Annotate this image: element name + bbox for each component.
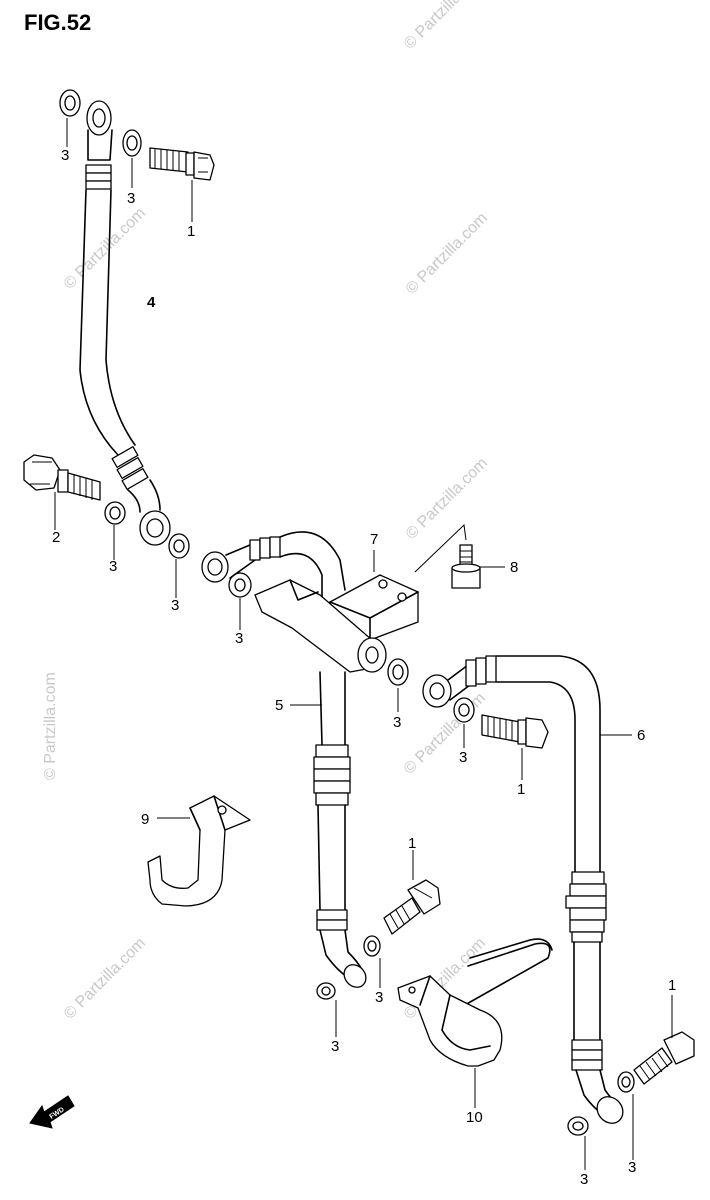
brake-hose-4 [59, 89, 171, 546]
callout-9: 9 [141, 811, 149, 828]
callout-6: 6 [637, 727, 645, 744]
callout-5: 5 [275, 697, 283, 714]
callout-3: 3 [628, 1159, 636, 1176]
callout-3: 3 [375, 989, 383, 1006]
watermark: © Partzilla.com [61, 205, 149, 293]
callout-3: 3 [171, 597, 179, 614]
clamp-10 [397, 938, 553, 1067]
washers-hose5 [316, 935, 381, 1000]
callout-4: 4 [147, 294, 156, 311]
watermark: © Partzilla.com [403, 455, 491, 543]
callout-3: 3 [331, 1038, 339, 1055]
callout-3: 3 [127, 190, 135, 207]
callout-3: 3 [109, 558, 117, 575]
brake-hose-6 [387, 655, 624, 1136]
washers-left-mid [104, 501, 252, 598]
fwd-arrow-icon: FWD [29, 1095, 75, 1129]
union-bolt-1-right [453, 697, 549, 749]
callout-10: 10 [466, 1109, 483, 1126]
callout-1: 1 [408, 835, 416, 852]
union-bolt-1-top [149, 147, 215, 181]
leader-lines [54, 118, 673, 1170]
figure-title: FIG.52 [24, 10, 91, 35]
watermark: © Partzilla.com [42, 672, 59, 780]
watermark: © Partzilla.com [401, 0, 489, 53]
brake-hose-joint-7 [201, 531, 419, 673]
callout-7: 7 [370, 531, 378, 548]
callout-8: 8 [510, 559, 518, 576]
callout-3: 3 [61, 147, 69, 164]
callout-1: 1 [187, 223, 195, 240]
brake-hose-5 [313, 671, 367, 988]
callout-3: 3 [235, 630, 243, 647]
callout-3: 3 [459, 749, 467, 766]
watermark: © Partzilla.com [61, 935, 149, 1023]
bolt-8 [451, 544, 481, 589]
union-bolt-1-lower [617, 1031, 695, 1093]
callout-1: 1 [517, 781, 525, 798]
watermark: © Partzilla.com [403, 210, 491, 298]
callout-2: 2 [52, 529, 60, 546]
callout-3: 3 [393, 714, 401, 731]
clamp-9 [147, 795, 251, 907]
callout-labels: 3 3 1 4 2 3 3 3 7 8 5 3 3 1 6 9 1 3 3 10… [52, 147, 676, 1188]
callout-3: 3 [580, 1171, 588, 1188]
washers-top [122, 129, 142, 157]
union-bolt-2 [23, 454, 101, 501]
union-bolt-1-mid [383, 879, 441, 935]
callout-1: 1 [668, 977, 676, 994]
